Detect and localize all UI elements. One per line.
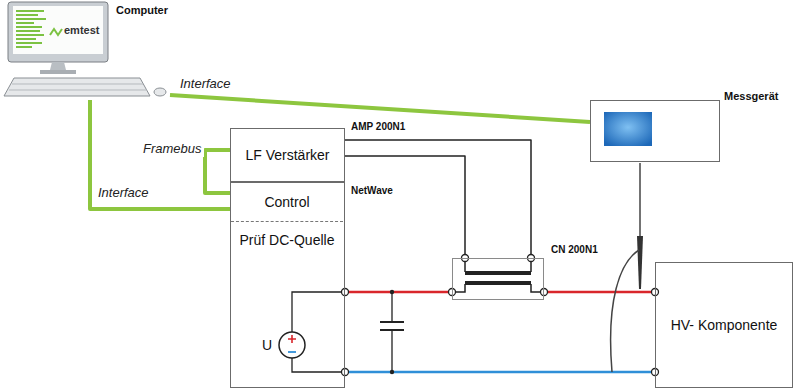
node-text: Prüf DC-Quelle	[240, 232, 335, 248]
computer-node: Computer	[0, 0, 170, 100]
capacitor-symbol	[380, 290, 404, 374]
computer-icon	[4, 2, 166, 96]
dc-source-section: Prüf DC-Quelle	[231, 221, 343, 386]
coupling-network: CN 200N1	[452, 258, 544, 300]
edge-label: Interface	[178, 77, 233, 92]
plus-wire	[544, 291, 655, 294]
interface-line	[90, 100, 231, 209]
coupler-transformer	[452, 258, 544, 292]
control-section: Control	[231, 183, 343, 221]
edge-label: Interface	[96, 186, 151, 201]
node-text: CN 200N1	[551, 244, 598, 256]
interface-line	[170, 95, 590, 122]
meter-screen	[604, 112, 652, 146]
minus-wire	[343, 371, 655, 374]
edge-label: Framebus	[141, 142, 204, 157]
node-text: LF Verstärker	[245, 147, 329, 163]
plus-wire	[343, 291, 452, 294]
logo-text: emtest	[64, 24, 99, 37]
netwave-box: NetWaveControlPrüf DC-Quelle	[230, 182, 345, 388]
node-text: Messgerät	[724, 90, 778, 103]
voltage-source	[279, 292, 344, 372]
node-text: AMP 200N1	[351, 121, 405, 133]
node-text: HV- Komponente	[671, 317, 778, 333]
amplifier-wire	[345, 140, 531, 258]
measuring-device: Messgerät	[590, 100, 720, 162]
voltage-symbol: U	[262, 337, 272, 353]
node-text: Computer	[116, 4, 168, 17]
framebus-line	[205, 150, 231, 193]
measurement-probe	[611, 163, 643, 372]
node-text: Control	[264, 194, 309, 210]
terminal-dots	[342, 255, 659, 376]
node-text: NetWave	[351, 185, 393, 197]
amplifier-box: LF VerstärkerAMP 200N1	[230, 128, 345, 182]
hv-component-box: HV- Komponente	[655, 262, 793, 388]
